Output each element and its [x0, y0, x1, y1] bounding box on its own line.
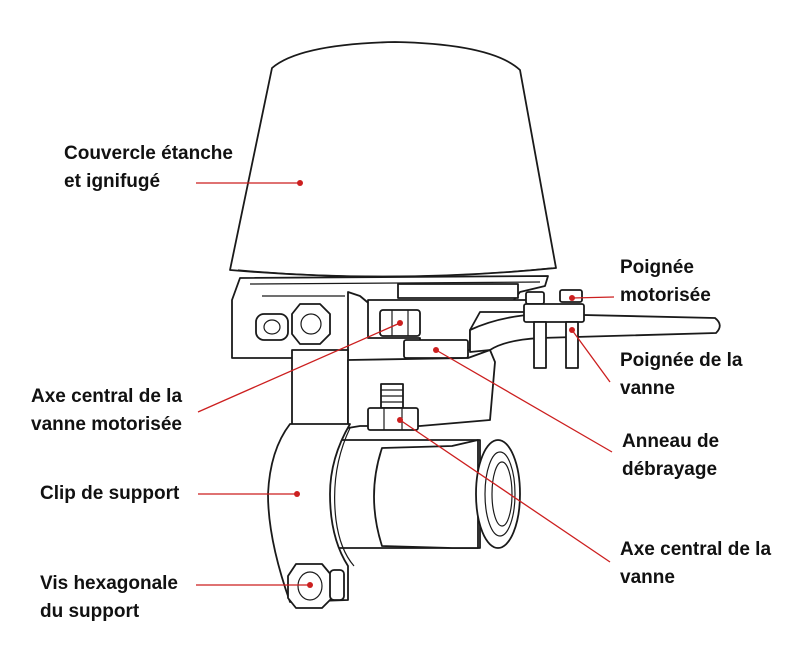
label-valve-axis-line1: Axe central de la	[620, 539, 772, 560]
label-clutch-ring-line1: Anneau de	[622, 431, 720, 452]
leader-valve-handle-dot	[569, 327, 575, 333]
leader-support-clip-dot	[294, 491, 300, 497]
leader-motor-axis-dot	[397, 320, 403, 326]
leader-hex-screw-dot	[307, 582, 313, 588]
leader-lines	[196, 180, 615, 588]
label-motor-axis: Axe central de la vanne motorisée	[31, 383, 182, 439]
leader-motor-axis	[197, 322, 401, 413]
bracket-hex-screw	[291, 303, 331, 345]
leader-valve-axis	[399, 419, 611, 563]
motor-handle	[523, 289, 585, 369]
leader-valve-handle	[571, 329, 611, 383]
label-cover-line2: et ignifugé	[64, 171, 161, 192]
label-hex-screw-line2: du support	[40, 601, 140, 622]
leader-cover-dot	[297, 180, 303, 186]
label-hex-screw-line1: Vis hexagonale	[40, 573, 178, 594]
label-motor-axis-line2: vanne motorisée	[31, 414, 182, 435]
label-cover: Couvercle étanche et ignifugé	[64, 140, 233, 196]
label-motor-axis-line1: Axe central de la	[31, 386, 183, 407]
leader-motor-handle-dot	[569, 295, 575, 301]
label-motor-handle: Poignée motorisée	[620, 254, 711, 310]
label-valve-handle: Poignée de la vanne	[620, 347, 742, 403]
label-motor-handle-line2: motorisée	[620, 285, 711, 306]
label-hex-screw: Vis hexagonale du support	[40, 570, 178, 626]
support-hex-screw	[287, 563, 345, 609]
label-motor-handle-line1: Poignée	[620, 257, 694, 278]
valve-body	[321, 439, 521, 549]
label-valve-handle-line1: Poignée de la	[620, 350, 743, 371]
label-support-clip-line1: Clip de support	[40, 483, 180, 504]
leader-clutch-ring-dot	[433, 347, 439, 353]
leader-motor-handle	[571, 296, 615, 299]
label-valve-axis: Axe central de la vanne	[620, 536, 771, 592]
cover-cap	[229, 41, 557, 278]
label-valve-handle-line2: vanne	[620, 378, 675, 399]
label-cover-line1: Couvercle étanche	[64, 143, 233, 164]
label-support-clip: Clip de support	[40, 480, 179, 508]
label-valve-axis-line2: vanne	[620, 567, 675, 588]
label-clutch-ring: Anneau de débrayage	[622, 428, 719, 484]
leader-clutch-ring	[435, 349, 613, 453]
label-clutch-ring-line2: débrayage	[622, 459, 718, 480]
leader-valve-axis-dot	[397, 417, 403, 423]
